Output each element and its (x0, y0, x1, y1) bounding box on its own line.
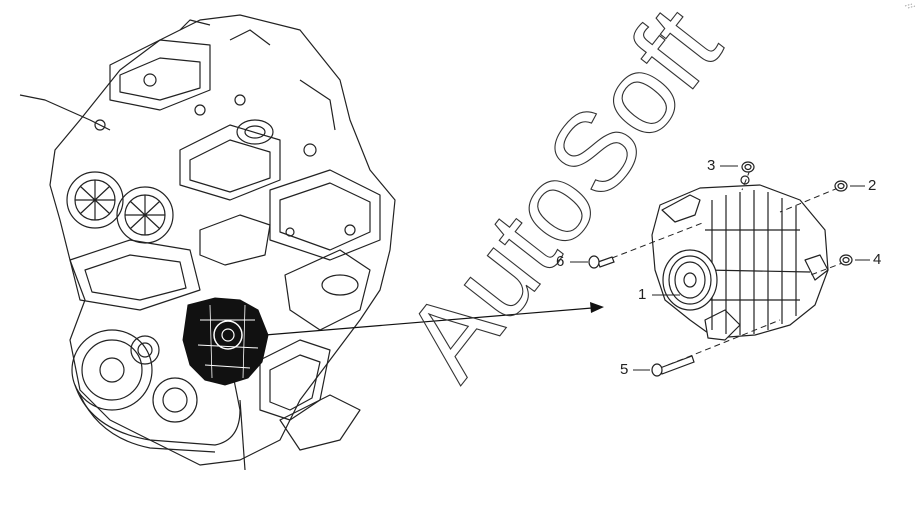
callout-4: 4 (873, 251, 882, 268)
alternator-illustration (651, 175, 829, 341)
callout-2: 2 (868, 177, 877, 194)
leader-lines (570, 165, 870, 371)
bolt-icon (588, 255, 695, 377)
nut-icon (741, 161, 853, 266)
engine-illustration (19, 14, 396, 471)
callout-3: 3 (707, 157, 716, 174)
highlighted-alternator-on-engine (182, 297, 269, 386)
callout-1: 1 (638, 286, 647, 303)
callout-6: 6 (556, 253, 565, 270)
pointer-arrow (264, 302, 604, 336)
callout-5: 5 (620, 361, 629, 378)
